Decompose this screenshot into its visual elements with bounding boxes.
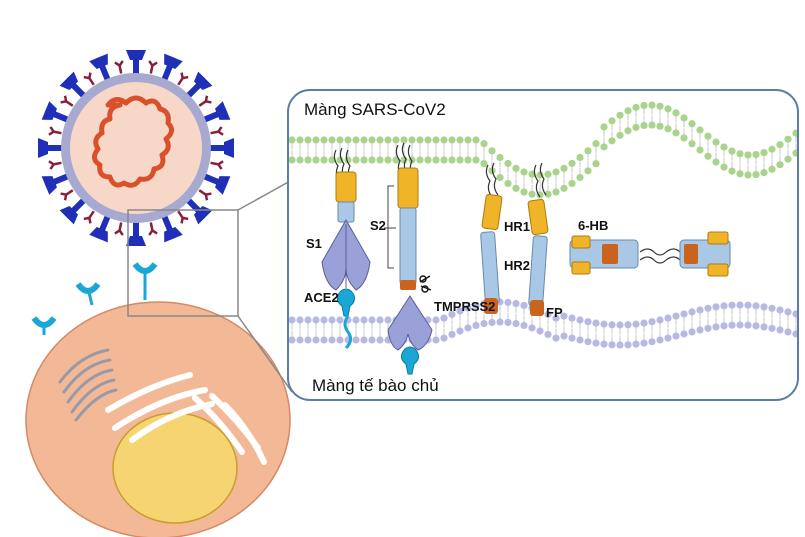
spike-protein-icon xyxy=(184,71,213,100)
virion-interior xyxy=(70,82,202,214)
membrane-protein-icon xyxy=(48,126,62,136)
spike-prefusion xyxy=(321,147,371,350)
spike-protein-icon xyxy=(160,53,183,83)
membrane-protein-icon xyxy=(60,189,74,201)
membrane-protein-icon xyxy=(148,222,158,236)
membrane-protein-icon xyxy=(177,210,189,224)
fp-label: FP xyxy=(546,305,563,320)
spike-protein-icon xyxy=(208,138,234,158)
hr1-label: HR1 xyxy=(504,219,531,234)
spike-protein-icon xyxy=(59,71,88,100)
membrane-protein-icon xyxy=(83,72,95,86)
s2-subunit xyxy=(399,207,417,285)
membrane-protein-icon xyxy=(177,72,189,86)
spike-protein-icon xyxy=(89,53,112,83)
cell-receptors xyxy=(31,262,158,335)
tmprss2-protease xyxy=(387,295,433,351)
host-cell xyxy=(25,262,291,537)
viral-rna xyxy=(92,95,174,188)
tm-anchor xyxy=(335,171,357,203)
ace2-label: ACE2 xyxy=(304,290,339,305)
membrane-protein-icon xyxy=(48,160,62,170)
hr2-label: HR2 xyxy=(504,258,531,273)
zoom-box xyxy=(127,209,239,317)
spike-protein-icon xyxy=(126,220,146,246)
host-membrane-label: Màng tế bào chủ xyxy=(312,376,439,395)
membrane-protein-icon xyxy=(198,95,212,107)
six-helix-bundle xyxy=(569,231,731,277)
spike-protein-icon xyxy=(201,172,231,195)
virion-spikes xyxy=(38,50,234,246)
spike-protein-icon xyxy=(41,172,71,195)
scissors-icon xyxy=(419,275,432,293)
spike-protein-icon xyxy=(41,101,71,124)
spike-protein-icon xyxy=(38,138,64,158)
endoplasmic-reticulum xyxy=(105,372,267,465)
spike-protein-icon xyxy=(201,101,231,124)
sars-cov2-virion xyxy=(38,50,234,246)
membrane-protein-icon xyxy=(60,95,74,107)
membrane-protein-icon xyxy=(210,126,224,136)
spike-protein-icon xyxy=(126,50,146,76)
spike-protein-icon xyxy=(89,213,112,243)
membrane-protein-icon xyxy=(114,60,124,74)
spike-protein-icon xyxy=(160,213,183,243)
golgi-apparatus xyxy=(58,348,118,422)
membrane-protein-icon xyxy=(83,210,95,224)
membranes xyxy=(289,101,797,349)
fusion-peptide xyxy=(484,298,498,314)
s1-label: S1 xyxy=(306,236,322,251)
tmprss2-label: TMPRSS2 xyxy=(434,299,496,314)
spike-cleavage xyxy=(384,142,433,375)
ace2-receptor xyxy=(336,288,356,317)
membrane-protein-icon xyxy=(198,189,212,201)
nucleus xyxy=(112,412,238,524)
six-hb-label: 6-HB xyxy=(578,218,609,233)
spike-prehairpin xyxy=(480,162,549,316)
membrane-protein-icon xyxy=(210,160,224,170)
membrane-protein-icon xyxy=(114,222,124,236)
s2-label: S2 xyxy=(370,218,386,233)
viral-membrane-outer xyxy=(289,101,797,185)
spike-protein-icon xyxy=(59,196,88,225)
viral-membrane-label: Màng SARS-CoV2 xyxy=(304,100,446,119)
membrane-protein-icon xyxy=(148,60,158,74)
zoom-indicator xyxy=(127,179,293,393)
